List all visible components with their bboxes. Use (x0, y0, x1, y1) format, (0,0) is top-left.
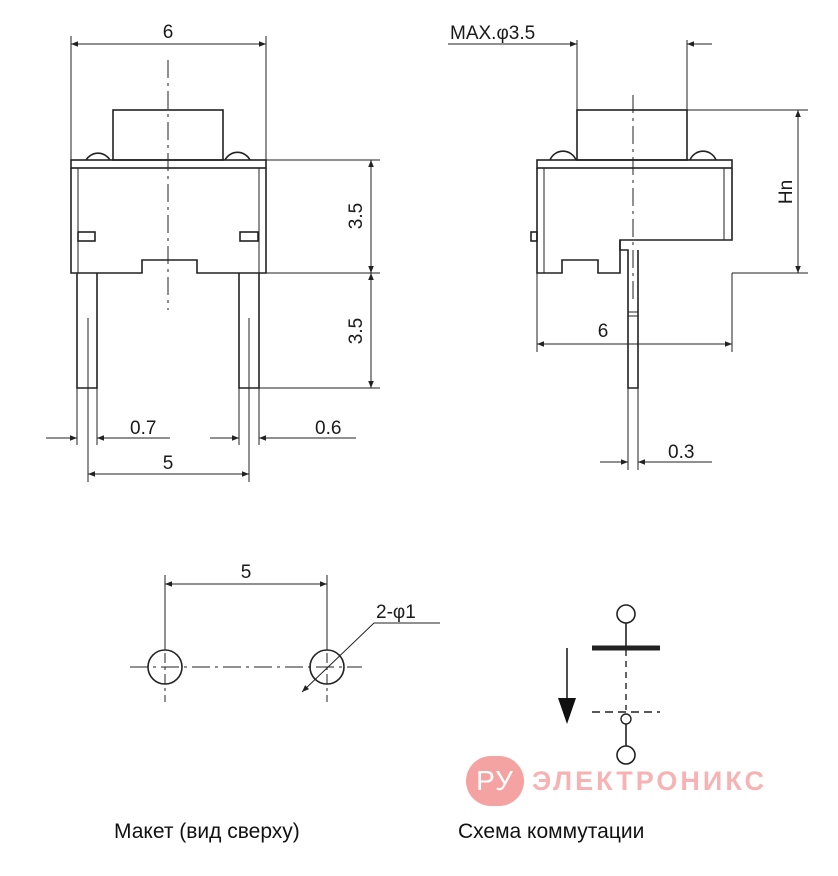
side-width-label: 6 (598, 321, 609, 342)
hole-spec-label: 2-φ1 (376, 602, 416, 623)
layout-caption: Макет (вид сверху) (114, 820, 300, 843)
switch-schematic (558, 604, 660, 765)
watermark-text: ЭЛЕКТРОНИКС (532, 765, 767, 796)
watermark-logo: РУ (466, 756, 524, 806)
pin-pitch-label: 5 (163, 453, 174, 474)
schematic-caption: Схема коммутации (458, 820, 645, 843)
layout-pitch-label: 5 (241, 562, 252, 583)
cap-diameter-label: MAX.φ3.5 (450, 23, 535, 44)
height-label: Hn (776, 180, 797, 204)
side-dimensions (448, 40, 808, 470)
side-view (530, 95, 733, 389)
pin-thickness-label: 0.6 (315, 418, 341, 439)
front-dimensions (46, 36, 380, 482)
layout-dimensions (164, 575, 440, 693)
pin-width-label: 0.7 (130, 418, 156, 439)
watermark: РУ ЭЛЕКТРОНИКС (466, 756, 767, 806)
front-width-label: 6 (163, 22, 174, 43)
front-body-height-label: 3.5 (346, 203, 367, 229)
front-view (70, 60, 267, 389)
front-pin-length-label: 3.5 (346, 318, 367, 344)
side-pin-thickness-label: 0.3 (668, 442, 694, 463)
